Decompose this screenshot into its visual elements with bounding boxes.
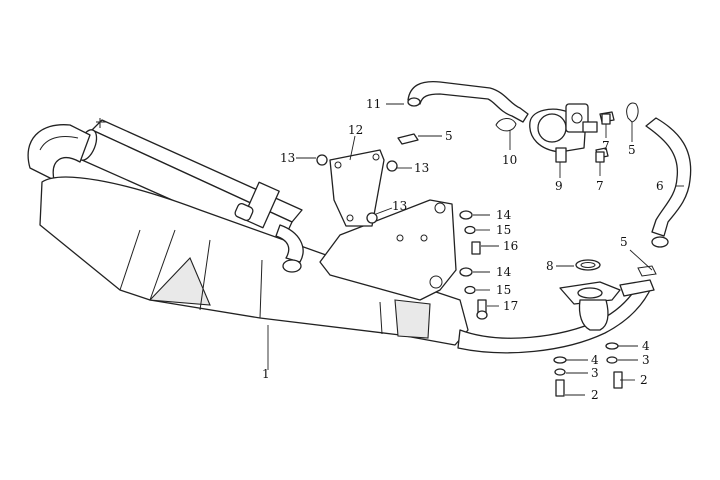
air-valve-assembly <box>529 103 615 163</box>
callout-15-upper: 15 <box>496 223 511 237</box>
exhaust-flange <box>559 259 621 331</box>
callout-4-left: 4 <box>591 353 599 367</box>
callout-13-a: 13 <box>280 151 295 165</box>
callout-5-clip-b: 5 <box>628 143 636 157</box>
callout-7-lower: 7 <box>596 179 604 193</box>
muffler-assembly <box>27 118 655 354</box>
callout-17: 17 <box>503 299 518 313</box>
bracket-plate <box>329 149 385 227</box>
callout-6: 6 <box>656 179 664 193</box>
callout-5-clip-a: 5 <box>445 129 453 143</box>
callout-3-left: 3 <box>591 366 599 380</box>
callout-14-upper: 14 <box>496 208 512 222</box>
callout-labels: 1 2 2 3 3 4 4 5 5 5 6 7 7 8 9 10 11 12 1… <box>262 97 664 402</box>
callout-1: 1 <box>262 367 270 381</box>
callout-13-b: 13 <box>414 161 429 175</box>
callout-14-lower: 14 <box>496 265 512 279</box>
callout-12: 12 <box>348 123 363 137</box>
hose-clips <box>397 102 657 277</box>
callout-5-clip-c: 5 <box>620 235 628 249</box>
callout-2-right: 2 <box>640 373 648 387</box>
callout-11: 11 <box>366 97 381 111</box>
callout-9: 9 <box>555 179 563 193</box>
leader-lines <box>267 103 684 396</box>
callout-10: 10 <box>502 153 517 167</box>
callout-16: 16 <box>503 239 518 253</box>
callout-7-upper: 7 <box>602 139 610 153</box>
callout-15-lower: 15 <box>496 283 511 297</box>
hose-right-6 <box>645 117 692 248</box>
hose-upper-11 <box>407 80 529 123</box>
callout-13-c: 13 <box>392 199 407 213</box>
callout-2-left: 2 <box>591 388 599 402</box>
callout-8: 8 <box>546 259 554 273</box>
callout-3-right: 3 <box>642 353 650 367</box>
callout-4-right: 4 <box>642 339 650 353</box>
